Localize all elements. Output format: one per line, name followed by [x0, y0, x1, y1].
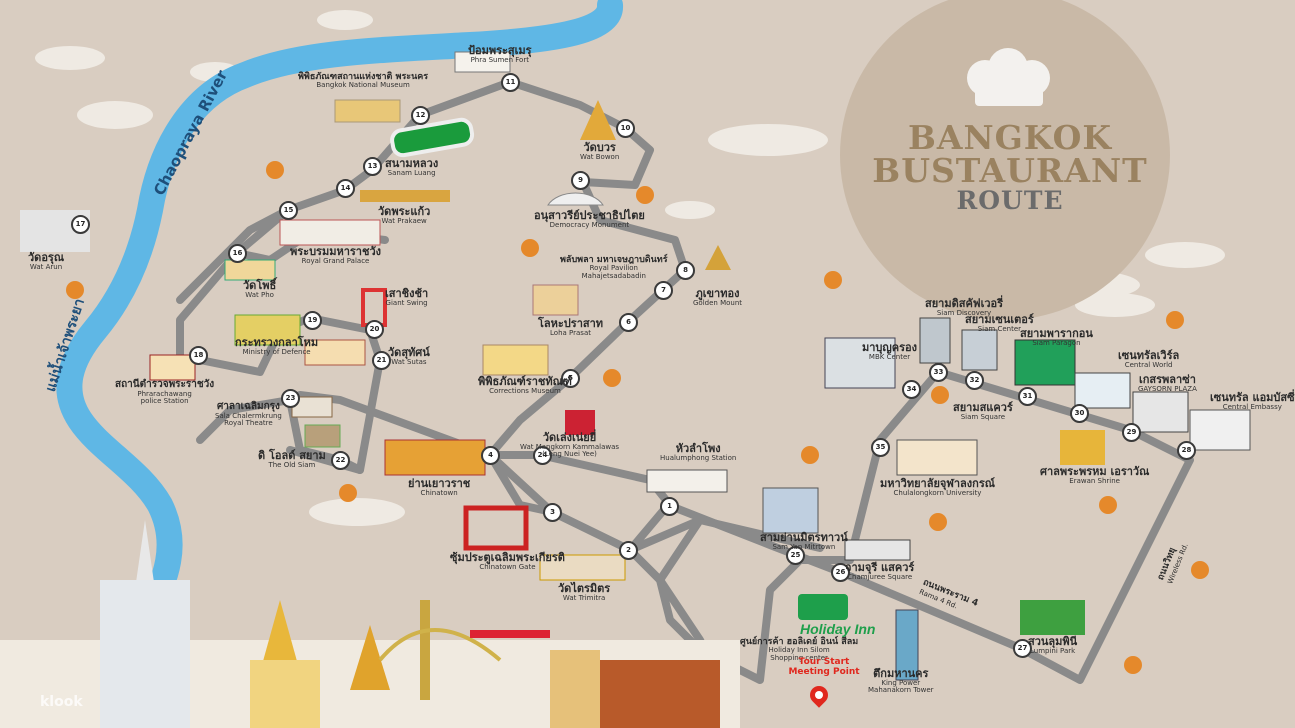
stop-30[interactable]: 30	[1070, 404, 1089, 423]
stop-23[interactable]: 23	[281, 389, 300, 408]
stop-6[interactable]: 6	[619, 313, 638, 332]
stop-14[interactable]: 14	[336, 179, 355, 198]
label-siam-square: สยามสแควร์Siam Square	[953, 401, 1013, 421]
stop-3[interactable]: 3	[543, 503, 562, 522]
stop-22[interactable]: 22	[331, 451, 350, 470]
label-siam-center: สยามเซนเตอร์Siam Center	[965, 313, 1034, 333]
stop-2[interactable]: 2	[619, 541, 638, 560]
buildings	[20, 51, 1251, 681]
stop-19[interactable]: 19	[303, 311, 322, 330]
stop-11[interactable]: 11	[501, 73, 520, 92]
chaopraya-river	[56, 0, 623, 728]
stop-13[interactable]: 13	[363, 157, 382, 176]
klook-watermark: klook	[40, 694, 83, 710]
stop-24[interactable]: 24	[533, 446, 552, 465]
stop-15[interactable]: 15	[279, 201, 298, 220]
label-chinatown-gate: ซุ้มประตูเฉลิมพระเกียรติChinatown Gate	[450, 551, 565, 571]
title-circle	[840, 0, 1170, 320]
stop-25[interactable]: 25	[786, 546, 805, 565]
title-line3: ROUTE	[956, 186, 1064, 215]
stop-29[interactable]: 29	[1122, 423, 1141, 442]
label-central-embassy: เซนทรัล แอมบัสซี่Central Embassy	[1210, 391, 1295, 411]
stop-4[interactable]: 4	[481, 446, 500, 465]
stop-17[interactable]: 17	[71, 215, 90, 234]
stop-33[interactable]: 33	[929, 363, 948, 382]
label-siam-discovery: สยามดิสคัฟเวอรี่Siam Discovery	[925, 297, 1004, 317]
label-wat-pho: วัดโพธิ์Wat Pho	[243, 279, 277, 299]
stop-32[interactable]: 32	[965, 371, 984, 390]
stop-34[interactable]: 34	[902, 380, 921, 399]
stop-27[interactable]: 27	[1013, 639, 1032, 658]
stop-5[interactable]: 5	[561, 369, 580, 388]
title-line2: BUSTAURANT	[872, 151, 1148, 190]
stop-1[interactable]: 1	[660, 497, 679, 516]
label-lumpini: สวนลุมพินีLumpini Park	[1028, 635, 1078, 655]
stop-21[interactable]: 21	[372, 351, 391, 370]
title-line1: BANGKOK	[907, 118, 1113, 157]
stop-28[interactable]: 28	[1177, 441, 1196, 460]
label-wat-sutas: วัดสุทัศน์Wat Sutas	[388, 346, 430, 366]
holiday-inn-brand: Holiday Inn	[800, 621, 876, 637]
label-wat-mangkorn: วัดเล่งเน่ยยี่Wat Mangkorn Kammalawas(Le…	[520, 431, 620, 458]
label-samyan: สามย่านมิตรทาวน์Sam Yan Mitrtown	[760, 531, 848, 551]
stop-7[interactable]: 7	[654, 281, 673, 300]
holiday-inn-logo-icon	[798, 594, 848, 620]
skyline	[0, 520, 740, 728]
stop-9[interactable]: 9	[571, 171, 590, 190]
stop-10[interactable]: 10	[616, 119, 635, 138]
sanam-luang-field	[390, 117, 475, 158]
stop-8[interactable]: 8	[676, 261, 695, 280]
label-chula: มหาวิทยาลัยจุฬาลงกรณ์Chulalongkorn Unive…	[880, 477, 995, 497]
stop-18[interactable]: 18	[189, 346, 208, 365]
chef-hat-icon	[967, 48, 1050, 106]
bus-route	[176, 78, 1194, 684]
stop-31[interactable]: 31	[1018, 387, 1037, 406]
stop-20[interactable]: 20	[365, 320, 384, 339]
stop-35[interactable]: 35	[871, 438, 890, 457]
stop-16[interactable]: 16	[228, 244, 247, 263]
label-chamchuri: จามจุรี แสควร์Chamjuree Square	[845, 561, 915, 581]
trees	[66, 161, 1209, 674]
label-phra-sumen: ป้อมพระสุเมรุPhra Sumen Fort	[468, 44, 532, 64]
stop-12[interactable]: 12	[411, 106, 430, 125]
label-corrections: พิพิธภัณฑ์ราชทัณฑ์Corrections Museum	[478, 375, 572, 395]
stop-26[interactable]: 26	[831, 563, 850, 582]
